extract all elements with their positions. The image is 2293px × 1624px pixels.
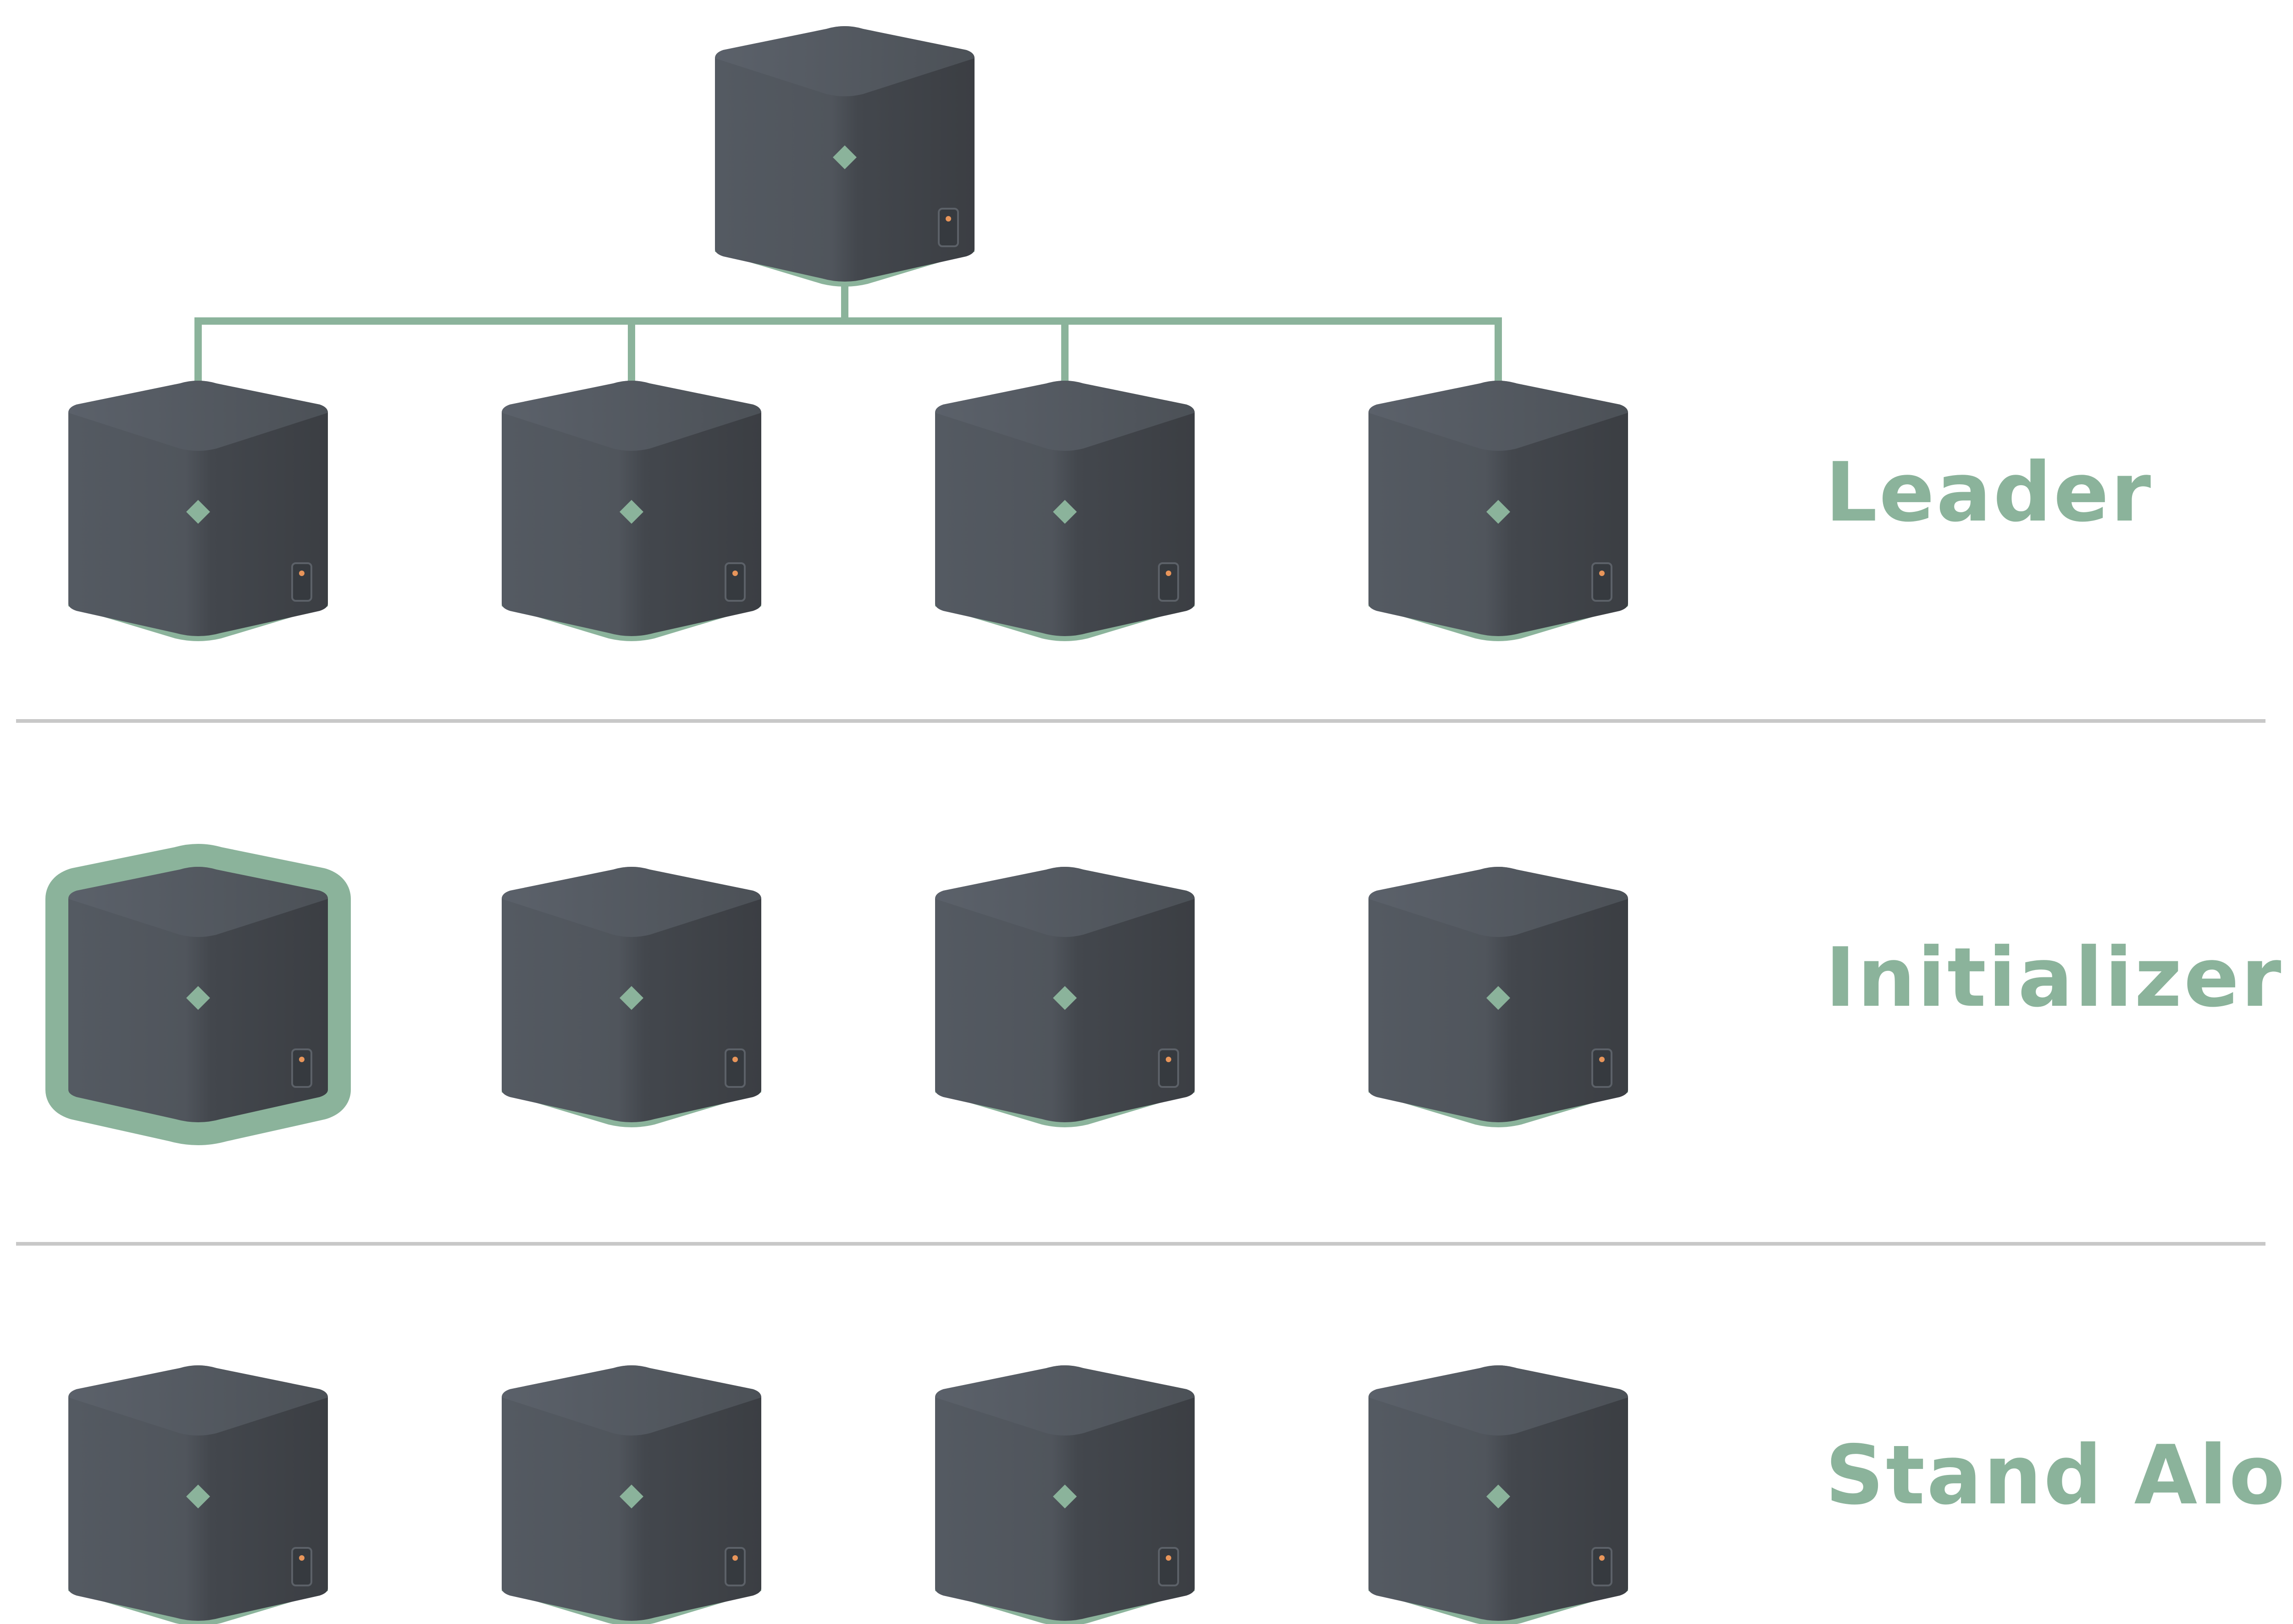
device-top-face: [502, 381, 761, 451]
diamond-led-icon: [186, 1485, 210, 1508]
leader-device-4: [1368, 381, 1628, 641]
status-light: [732, 571, 738, 576]
status-light: [946, 216, 951, 222]
device-top-face: [68, 1365, 328, 1436]
port-icon: [1158, 1547, 1179, 1586]
diamond-led-icon: [186, 500, 210, 524]
section-dividers: [16, 719, 2265, 1246]
device-top-face: [68, 867, 328, 937]
device-top-face: [68, 381, 328, 451]
device-top-face: [502, 1365, 761, 1436]
leader-device-1: [68, 381, 328, 641]
port-icon: [725, 1048, 746, 1088]
port-icon: [1158, 1048, 1179, 1088]
port-icon: [1158, 562, 1179, 602]
port-icon: [725, 1547, 746, 1586]
port-icon: [938, 208, 959, 247]
diamond-led-icon: [1053, 500, 1077, 524]
port-icon: [1591, 1547, 1612, 1586]
diamond-led-icon: [620, 1485, 643, 1508]
diamond-led-icon: [1486, 986, 1510, 1010]
port-icon: [291, 1547, 312, 1586]
device-top-face: [1368, 1365, 1628, 1436]
status-light: [1599, 1057, 1605, 1062]
diamond-led-icon: [833, 145, 857, 169]
device-top-face: [1368, 381, 1628, 451]
standalone-device-3: [935, 1365, 1195, 1624]
port-icon: [1591, 562, 1612, 602]
status-light: [732, 1057, 738, 1062]
diamond-led-icon: [1053, 1485, 1077, 1508]
device-top-face: [935, 381, 1195, 451]
leader-device-2: [502, 381, 761, 641]
port-icon: [1591, 1048, 1612, 1088]
status-light: [732, 1555, 738, 1561]
status-light: [299, 571, 305, 576]
status-light: [1166, 571, 1171, 576]
diamond-led-icon: [186, 986, 210, 1010]
standalone-mode-label: Stand Alone: [1825, 1428, 2293, 1523]
port-icon: [725, 562, 746, 602]
status-light: [1166, 1555, 1171, 1561]
initializer-mode-label: Initializer: [1825, 930, 2283, 1025]
status-light: [1599, 571, 1605, 576]
initializer-device-4: [1368, 867, 1628, 1127]
status-light: [1599, 1555, 1605, 1561]
port-icon: [291, 1048, 312, 1088]
initializer-device-1: [45, 844, 351, 1145]
standalone-device-1: [68, 1365, 328, 1624]
diamond-led-icon: [1486, 1485, 1510, 1508]
devices-layer: [45, 26, 1628, 1624]
standalone-device-2: [502, 1365, 761, 1624]
leader-mode-label: Leader: [1825, 445, 2153, 540]
status-light: [299, 1555, 305, 1561]
initializer-device-3: [935, 867, 1195, 1127]
device-top-face: [1368, 867, 1628, 937]
device-top-face: [502, 867, 761, 937]
device-top-face: [715, 26, 975, 96]
diamond-led-icon: [1053, 986, 1077, 1010]
leader-connections: [194, 262, 1502, 382]
standalone-device-4: [1368, 1365, 1628, 1624]
diamond-led-icon: [620, 500, 643, 524]
initializer-device-2: [502, 867, 761, 1127]
diamond-led-icon: [620, 986, 643, 1010]
diamond-led-icon: [1486, 500, 1510, 524]
port-icon: [291, 562, 312, 602]
leader-device-3: [935, 381, 1195, 641]
status-light: [1166, 1057, 1171, 1062]
device-top-face: [935, 1365, 1195, 1436]
device-top-face: [935, 867, 1195, 937]
leader-device: [715, 26, 975, 287]
status-light: [299, 1057, 305, 1062]
